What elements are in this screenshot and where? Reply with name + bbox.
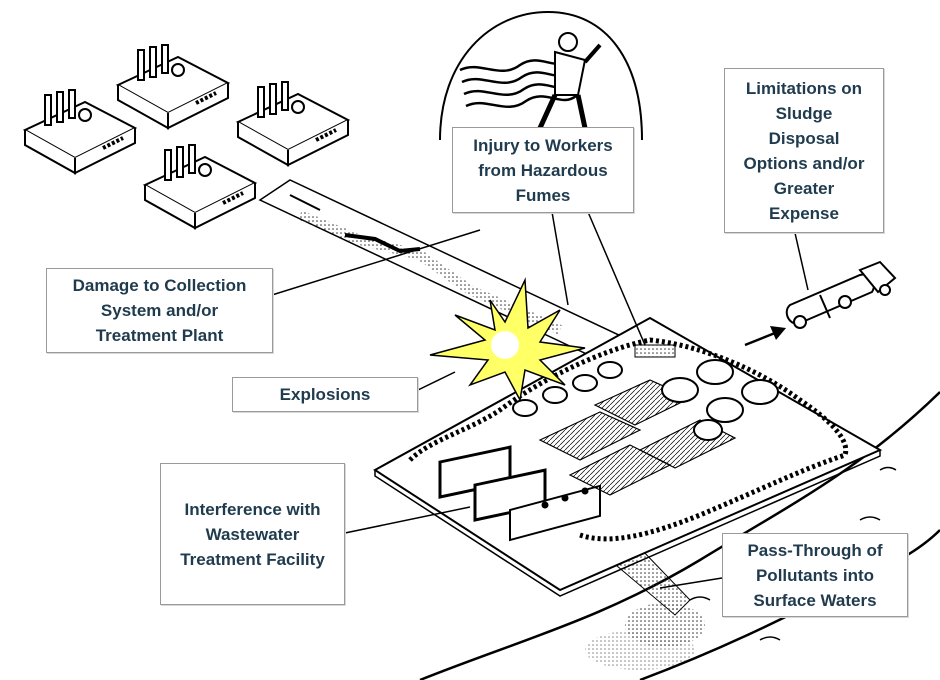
callout-line: Damage to Collection (72, 276, 247, 295)
worker-icon (439, 10, 643, 141)
callout-line: Fumes (515, 185, 571, 205)
leader-lines (271, 211, 809, 589)
callout-line: Explosions (279, 385, 371, 404)
treatment-plant-icon (373, 316, 883, 597)
factory-icon (22, 44, 351, 230)
callout-line: Sludge (775, 103, 833, 123)
callout-line: System and/or (100, 301, 219, 320)
callout-line: Injury to Workers (473, 135, 613, 155)
explosion-icon (429, 277, 586, 403)
callout-line: Wastewater (205, 524, 300, 544)
callout-interference: Interference with Wastewater Treatment F… (160, 463, 345, 605)
callout-line: Limitations on (745, 78, 863, 98)
callout-sludge-limitations: Limitations on Sludge Disposal Options a… (724, 68, 884, 233)
callout-line: from Hazardous (478, 160, 608, 180)
callout-line: Expense (769, 203, 839, 223)
callout-pass-through: Pass-Through of Pollutants into Surface … (722, 533, 908, 617)
callout-line: Options and/or (743, 153, 865, 173)
callout-explosions: Explosions (232, 377, 418, 412)
callout-line: Treatment Facility (180, 549, 325, 569)
callout-line: Pass-Through of (747, 540, 883, 560)
tanker-truck-icon (785, 260, 897, 329)
callout-line: Surface Waters (753, 590, 877, 610)
callout-line: Treatment Plant (95, 326, 224, 345)
callout-line: Greater (773, 178, 835, 198)
callout-line: Interference with (184, 499, 321, 519)
callout-line: Disposal (768, 128, 840, 148)
sludge-arrow (744, 326, 786, 347)
callout-line: Pollutants into (755, 565, 875, 585)
callout-injury-workers: Injury to Workers from Hazardous Fumes (452, 127, 634, 213)
callout-damage-collection: Damage to Collection System and/or Treat… (46, 268, 273, 353)
